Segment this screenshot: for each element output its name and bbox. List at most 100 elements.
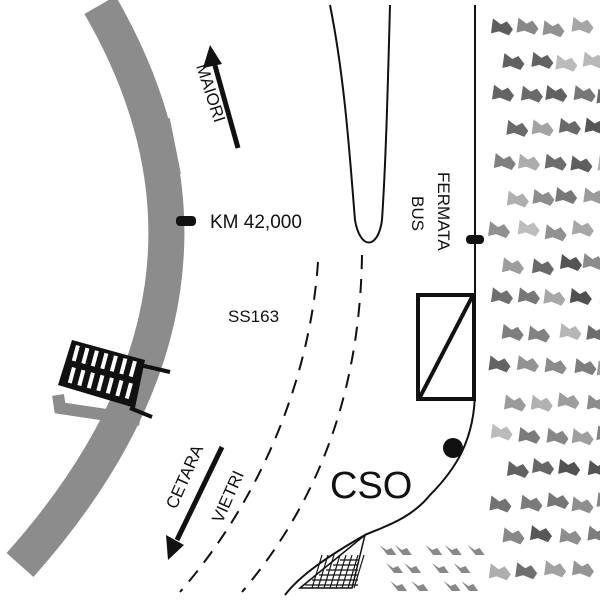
rock xyxy=(490,287,513,305)
rock xyxy=(571,496,594,514)
rock xyxy=(516,355,539,373)
rock xyxy=(488,355,511,373)
rock xyxy=(517,153,540,171)
rock xyxy=(597,155,600,171)
hatch-line xyxy=(311,554,323,589)
rock xyxy=(587,525,600,541)
label-vietri: VIETRI xyxy=(208,468,248,526)
rocky-coast-texture xyxy=(379,16,600,591)
rock xyxy=(516,17,539,35)
stair-step xyxy=(77,369,86,387)
stair-step xyxy=(90,350,99,367)
rock xyxy=(490,18,513,36)
rock xyxy=(379,545,397,555)
rock xyxy=(467,545,485,555)
rock xyxy=(518,426,541,444)
cso-point xyxy=(443,438,463,458)
label-cso: CSO xyxy=(330,465,412,507)
stair-step xyxy=(81,347,90,365)
rock xyxy=(425,545,443,555)
rock xyxy=(528,325,551,343)
hatch-line xyxy=(353,554,365,589)
label-cetara: CETARA xyxy=(162,441,207,511)
rock xyxy=(544,224,567,242)
label-fermata: FERMATA xyxy=(434,172,453,251)
label-bus: BUS xyxy=(408,196,427,231)
rock xyxy=(488,563,511,581)
stair-step xyxy=(115,379,124,397)
rock xyxy=(506,119,529,137)
rock xyxy=(394,545,412,555)
road-edge-dashed-left xyxy=(179,261,319,593)
rock xyxy=(501,323,524,341)
rock xyxy=(531,119,554,137)
rock xyxy=(571,428,594,446)
retaining-wall xyxy=(6,0,185,577)
rock xyxy=(529,525,552,543)
rock xyxy=(443,581,461,591)
rock xyxy=(559,323,582,341)
hatch-line xyxy=(317,554,329,589)
hatch-line xyxy=(329,554,341,589)
rock xyxy=(543,288,566,306)
label-road: SS163 xyxy=(228,307,279,326)
rock xyxy=(584,117,600,134)
rock xyxy=(411,581,429,591)
rock xyxy=(571,219,594,237)
rock xyxy=(555,186,578,204)
stair-step xyxy=(96,374,105,392)
rock xyxy=(503,394,526,412)
hatched-area xyxy=(297,533,367,589)
rock xyxy=(582,253,600,270)
rock xyxy=(558,458,581,476)
rock xyxy=(515,562,538,580)
rock xyxy=(506,190,529,208)
km-marker xyxy=(176,216,196,226)
coastline xyxy=(284,5,476,596)
rock xyxy=(544,153,567,171)
rock xyxy=(596,491,600,507)
rock xyxy=(386,563,404,573)
rock xyxy=(573,85,596,103)
rock xyxy=(517,219,540,237)
rock xyxy=(544,357,567,375)
rock xyxy=(520,85,543,103)
rock xyxy=(596,360,600,376)
rock xyxy=(546,427,569,445)
rock xyxy=(530,394,553,412)
shelter-diagonal xyxy=(418,296,474,398)
rock xyxy=(583,187,600,204)
rock xyxy=(520,494,543,512)
rock xyxy=(586,324,600,341)
rock xyxy=(574,358,597,376)
rock xyxy=(559,254,582,272)
rock xyxy=(596,425,600,441)
rock xyxy=(431,563,449,573)
rock xyxy=(502,527,525,545)
rock xyxy=(596,88,600,104)
stair-step xyxy=(128,360,137,378)
rock xyxy=(501,257,524,275)
rock xyxy=(558,117,581,135)
wall-notch xyxy=(138,117,181,177)
rock xyxy=(557,391,580,409)
rock xyxy=(555,54,578,72)
rock xyxy=(587,460,600,476)
stair-step xyxy=(86,372,95,389)
rock xyxy=(493,152,516,170)
road-loop xyxy=(329,4,391,244)
rock xyxy=(502,53,525,71)
rock xyxy=(544,560,567,578)
rock xyxy=(444,545,462,555)
rock xyxy=(531,258,554,276)
hatch-line xyxy=(323,554,335,589)
rock xyxy=(453,563,471,573)
label-km: KM 42,000 xyxy=(210,212,302,233)
rock xyxy=(569,287,592,305)
arrow-south xyxy=(166,445,225,560)
stair-step xyxy=(124,382,133,400)
rock xyxy=(488,221,511,239)
rock xyxy=(531,51,554,69)
stair-step xyxy=(100,352,109,370)
